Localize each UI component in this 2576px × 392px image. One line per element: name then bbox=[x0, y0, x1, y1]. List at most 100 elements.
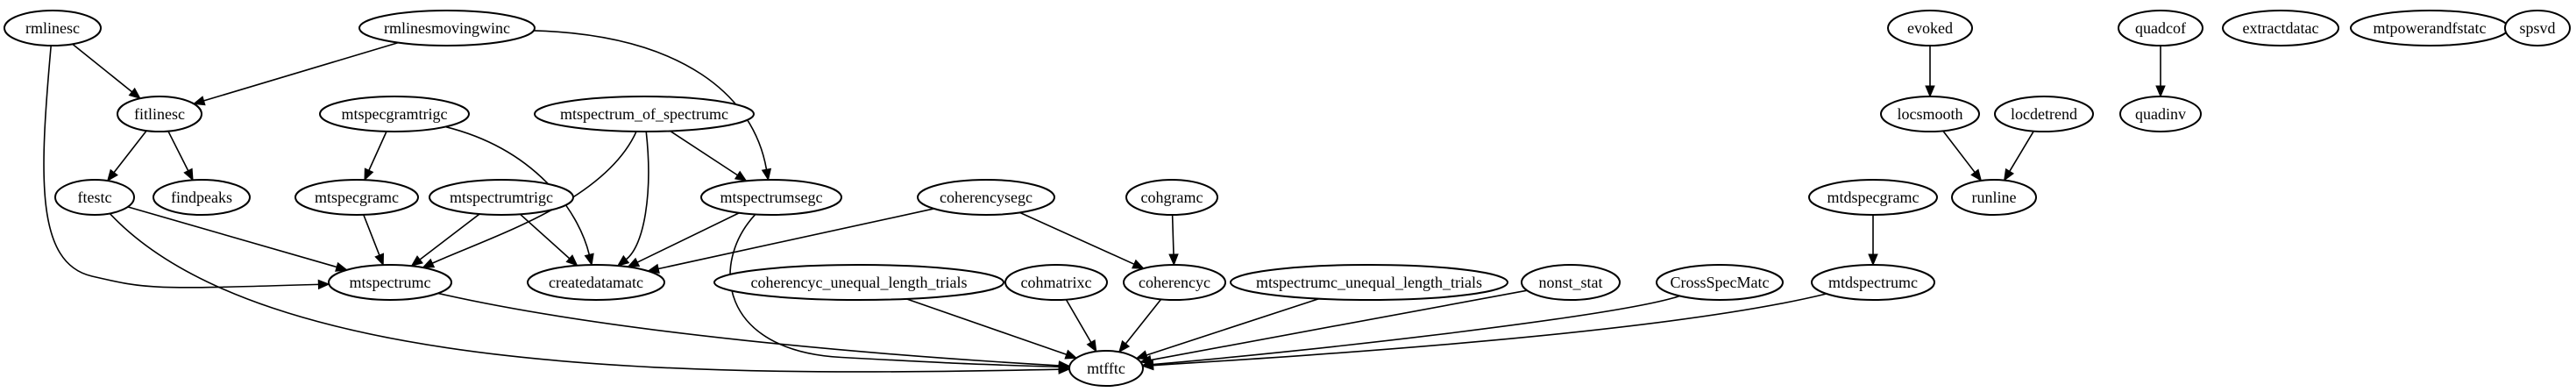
node-mtspecgramtrigc: mtspecgramtrigc bbox=[319, 96, 470, 132]
node-label: mtfftc bbox=[1087, 360, 1125, 377]
node-ellipse bbox=[295, 179, 419, 216]
node-label: mtspecgramtrigc bbox=[342, 105, 448, 123]
node-label: mtspectrumsegc bbox=[720, 189, 823, 206]
edge-line bbox=[127, 206, 337, 268]
edge-line bbox=[1171, 214, 1174, 255]
node-mtpowerandfstatc: mtpowerandfstatc bbox=[2350, 10, 2509, 46]
edge-line bbox=[431, 131, 637, 264]
node-label: runline bbox=[1972, 189, 2017, 206]
arrowhead-icon bbox=[1135, 350, 1149, 360]
arrowhead-icon bbox=[1868, 253, 1878, 267]
node-ellipse bbox=[1951, 179, 2037, 216]
node-cohmatrixc: cohmatrixc bbox=[1004, 264, 1108, 301]
node-fitlinesc: fitlinesc bbox=[117, 96, 202, 132]
node-locdetrend: locdetrend bbox=[1994, 96, 2094, 132]
node-label: createdatamatc bbox=[549, 274, 643, 291]
node-ellipse bbox=[1123, 264, 1226, 301]
edge-mtspectrumc-to-mtfftc bbox=[437, 292, 1071, 371]
node-coherencyc_unequal_length_trials: coherencyc_unequal_length_trials bbox=[713, 264, 1004, 301]
edge-mtspectrumtrigc-to-createdatamatc bbox=[519, 213, 578, 267]
edge-locdetrend-to-runline bbox=[2003, 131, 2034, 182]
edge-fitlinesc-to-findpeaks bbox=[167, 131, 194, 182]
edge-line bbox=[1146, 297, 1320, 356]
edge-mtdspectrumc-to-mtfftc bbox=[1141, 293, 1827, 371]
node-mtspectrumc_unequal_length_trials: mtspectrumc_unequal_length_trials bbox=[1230, 264, 1508, 301]
node-ellipse bbox=[1808, 179, 1938, 216]
edge-line bbox=[1125, 298, 1162, 345]
node-mtspectrumtrigc: mtspectrumtrigc bbox=[429, 179, 574, 216]
edge-CrossSpecMatc-to-mtfftc bbox=[1141, 295, 1680, 370]
node-cohgramc: cohgramc bbox=[1125, 179, 1218, 216]
node-label: extractdatac bbox=[2243, 19, 2319, 37]
edge-line bbox=[519, 213, 571, 260]
edge-mtspectrumc_unequal_length_trials-to-mtfftc bbox=[1135, 297, 1320, 360]
edge-line bbox=[533, 30, 768, 170]
node-nonst_stat: nonst_stat bbox=[1521, 264, 1621, 301]
arrowhead-icon bbox=[2155, 85, 2166, 98]
edge-line bbox=[43, 45, 319, 289]
node-runline: runline bbox=[1951, 179, 2037, 216]
node-label: coherencyc bbox=[1139, 274, 1210, 291]
node-mtdspectrumc: mtdspectrumc bbox=[1811, 264, 1935, 301]
edge-mtspectrum_of_spectrumc-to-mtspectrumc bbox=[422, 131, 637, 268]
edge-mtdspecgramc-to-mtdspectrumc bbox=[1868, 215, 1878, 267]
arrowhead-icon bbox=[364, 167, 374, 182]
arrowhead-icon bbox=[422, 258, 436, 268]
node-ellipse bbox=[429, 179, 574, 216]
node-ellipse bbox=[534, 96, 755, 132]
edge-line bbox=[363, 214, 380, 256]
node-ellipse bbox=[2222, 10, 2339, 46]
node-label: evoked bbox=[1907, 19, 1953, 37]
edge-rmlinesmovingwinc-to-mtspectrumsegc bbox=[533, 30, 772, 182]
node-ellipse bbox=[1887, 10, 1973, 46]
edge-mtspectrum_of_spectrumc-to-createdatamatc bbox=[616, 131, 649, 267]
node-ellipse bbox=[153, 179, 251, 216]
arrowhead-icon bbox=[2003, 167, 2015, 182]
arrowhead-icon bbox=[1086, 339, 1097, 353]
node-ellipse bbox=[319, 96, 470, 132]
node-ftestc: ftestc bbox=[54, 179, 135, 216]
node-label: cohmatrixc bbox=[1021, 274, 1092, 291]
node-ellipse bbox=[1068, 350, 1144, 387]
arrowhead-icon bbox=[335, 261, 348, 272]
edge-mtspectrumsegc-to-createdatamatc bbox=[627, 212, 740, 267]
edge-mtspecgramtrigc-to-createdatamatc bbox=[445, 125, 594, 267]
node-rmlinesmovingwinc: rmlinesmovingwinc bbox=[358, 10, 536, 46]
node-label: quadcof bbox=[2135, 19, 2186, 37]
edge-fitlinesc-to-ftestc bbox=[106, 130, 147, 182]
arrowhead-icon bbox=[584, 253, 594, 267]
node-label: mtdspecgramc bbox=[1827, 189, 1920, 206]
node-coherencysegc: coherencysegc bbox=[917, 179, 1055, 216]
edge-line bbox=[109, 212, 1060, 373]
edge-quadcof-to-quadinv bbox=[2155, 46, 2166, 98]
node-locsmooth: locsmooth bbox=[1880, 96, 1980, 132]
arrowhead-icon bbox=[1970, 168, 1983, 182]
arrowhead-icon bbox=[192, 96, 206, 106]
node-label: mtspectrum_of_spectrumc bbox=[560, 105, 728, 123]
node-ellipse bbox=[700, 179, 842, 216]
node-mtspectrumsegc: mtspectrumsegc bbox=[700, 179, 842, 216]
arrowhead-icon bbox=[1058, 360, 1071, 371]
arrowhead-icon bbox=[1132, 259, 1145, 269]
node-label: quadinv bbox=[2135, 105, 2186, 123]
node-label: mtspecgramc bbox=[315, 189, 399, 206]
arrowhead-icon bbox=[1141, 360, 1154, 371]
edge-line bbox=[445, 125, 591, 255]
edge-line bbox=[113, 130, 147, 174]
edge-line bbox=[1019, 211, 1135, 265]
node-ellipse bbox=[1521, 264, 1621, 301]
node-label: locsmooth bbox=[1898, 105, 1963, 123]
edge-line bbox=[72, 43, 133, 93]
arrowhead-icon bbox=[317, 279, 330, 290]
node-mtfftc: mtfftc bbox=[1068, 350, 1144, 387]
edge-coherencyc_unequal_length_trials-to-mtfftc bbox=[906, 298, 1078, 360]
arrowhead-icon bbox=[627, 257, 641, 267]
node-ellipse bbox=[1880, 96, 1980, 132]
node-ellipse bbox=[358, 10, 536, 46]
node-label: nonst_stat bbox=[1538, 274, 1602, 291]
node-ellipse bbox=[117, 96, 202, 132]
edge-cohmatrixc-to-mtfftc bbox=[1065, 299, 1097, 353]
arrowhead-icon bbox=[128, 87, 141, 100]
